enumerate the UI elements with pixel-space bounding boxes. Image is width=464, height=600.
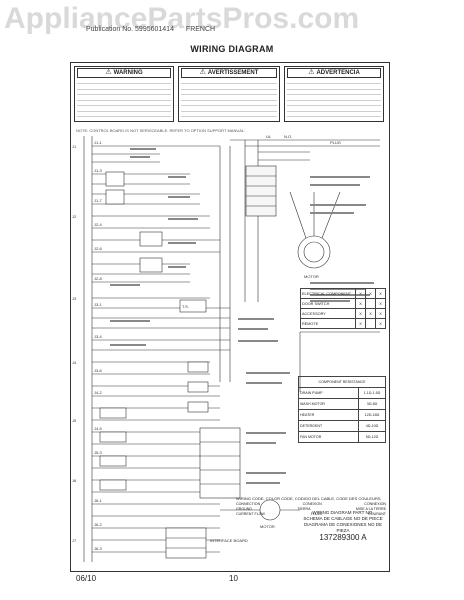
part-label-es: DIAGRAMA DE CONEXIONES NO DE PIEZA [303,522,382,533]
watermark: AppliancePartsPros.com [4,2,360,35]
connector-label: J3 [72,296,77,301]
pin-label: J1-1 [94,140,103,145]
page-number: 10 [229,574,238,583]
table-row: DRAIN PUMP 1.1Ω-1.5Ω [298,387,386,399]
warning-box-es: ⚠ ADVERTENCIA [284,66,384,122]
table-row: REMOTE X X [300,318,386,329]
pin-label: J2-4 [94,222,103,227]
table-row: ELECTRICAL COMPONENT X X X [300,288,386,299]
table-row: HEATER 12Ω-18Ω [298,409,386,421]
warning-label-fr: AVERTISSEMENT [207,69,259,76]
pin-label: J6-2 [94,522,103,527]
pin-label: J3-6 [94,368,103,373]
footer-date: 06/10 [76,574,97,583]
interface-board-label: INTERFACE BOARD [210,538,248,543]
page-title: WIRING DIAGRAM [190,44,274,54]
legend-row: CONNECTION CONEXION CONNEXION [236,502,386,506]
pin-label: J6-3 [94,546,103,551]
wiring-schematic: J1 J2 J3 J4 J5 J6 J7 J1-1 J1-3 J1-7 J2-4… [72,134,380,562]
warning-header-en: ⚠ WARNING [77,68,171,78]
warning-text-lines [77,79,171,121]
electrical-check-table: ELECTRICAL COMPONENT X X X DOOR SWITCH X… [300,288,386,329]
warning-triangle-icon: ⚠ [199,68,206,76]
warning-box-en: ⚠ WARNING [74,66,174,122]
warning-label-en: WARNING [113,69,143,76]
pin-label: J2-6 [94,246,103,251]
pin-label: J1-3 [94,168,103,173]
connector-label: J5 [72,418,77,423]
motor-upper-label: MOTOR [304,274,319,279]
part-label-fr: SCHEMA DE CABLAGE NO DE PIECE [303,516,383,521]
table-row: FAN MOTOR 5Ω-12Ω [298,431,386,443]
pin-label: J2-8 [94,276,103,281]
pin-label: J4-2 [94,390,103,395]
connector-label: J7 [72,538,77,543]
wiring-code-legend: WIRING CODE, COLOR CODE, CODIGO DEL CABL… [236,496,386,516]
connector-label: J2 [72,214,77,219]
table-row: DETERGENT 4Ω-10Ω [298,420,386,432]
connector-label: J1 [72,144,77,149]
pin-label: J3-4 [94,334,103,339]
connector-label: J6 [72,478,77,483]
warning-triangle-icon: ⚠ [105,68,112,76]
legend-row: GROUND TIERRA MISE A LA TERRE [236,507,386,511]
switch-row-b-label: N.O. [284,134,292,139]
pin-label: J4-5 [94,426,103,431]
service-note: NOTE: CONTROL BOARD IS NOT SERVICEABLE. … [76,128,246,133]
warning-text-lines [287,79,381,121]
switch-row-a-label: UL [266,134,272,139]
pin-label: J1-7 [94,198,103,203]
table-row: DOOR SWITCH X X [300,298,386,309]
part-label-en: WIRING DIAGRAM PART NO. [312,510,374,515]
part-number-block: WIRING DIAGRAM PART NO. SCHEMA DE CABLAG… [300,510,386,542]
thermostat-label: T.S. [182,304,189,309]
table-row: ACCESSORY X X X [300,308,386,319]
warning-header-es: ⚠ ADVERTENCIA [287,68,381,78]
doc-header: Publication No. 5995601414 FRENCH [86,26,225,33]
component-resistance-table: COMPONENT RESISTANCE DRAIN PUMP 1.1Ω-1.5… [298,376,386,443]
connector-label: J4 [72,360,77,365]
part-number: 137289300 A [319,533,367,542]
language-label: FRENCH [185,26,216,33]
pin-label: J6-1 [94,498,103,503]
pin-label: J5-3 [94,450,103,455]
warning-row: ⚠ WARNING ⚠ AVERTISSEMENT ⚠ ADVERTENCIA [72,66,386,126]
legend-row: CURRENT FLOW FLUJO COURANT [236,512,386,516]
warning-text-lines [181,79,277,121]
warning-header-fr: ⚠ AVERTISSEMENT [181,68,277,78]
warning-box-fr: ⚠ AVERTISSEMENT [178,66,280,122]
table-row: WASH MOTOR 3Ω-8Ω [298,398,386,410]
table-row: COMPONENT RESISTANCE [298,376,386,388]
pin-label: J3-1 [94,302,103,307]
plug-label: PLUG [330,140,341,145]
warning-triangle-icon: ⚠ [308,68,315,76]
publication-number: Publication No. 5995601414 [86,26,174,33]
diagram-frame [70,62,390,572]
motor-lower-label: MOTOR [260,524,275,529]
warning-label-es: ADVERTENCIA [316,69,360,76]
